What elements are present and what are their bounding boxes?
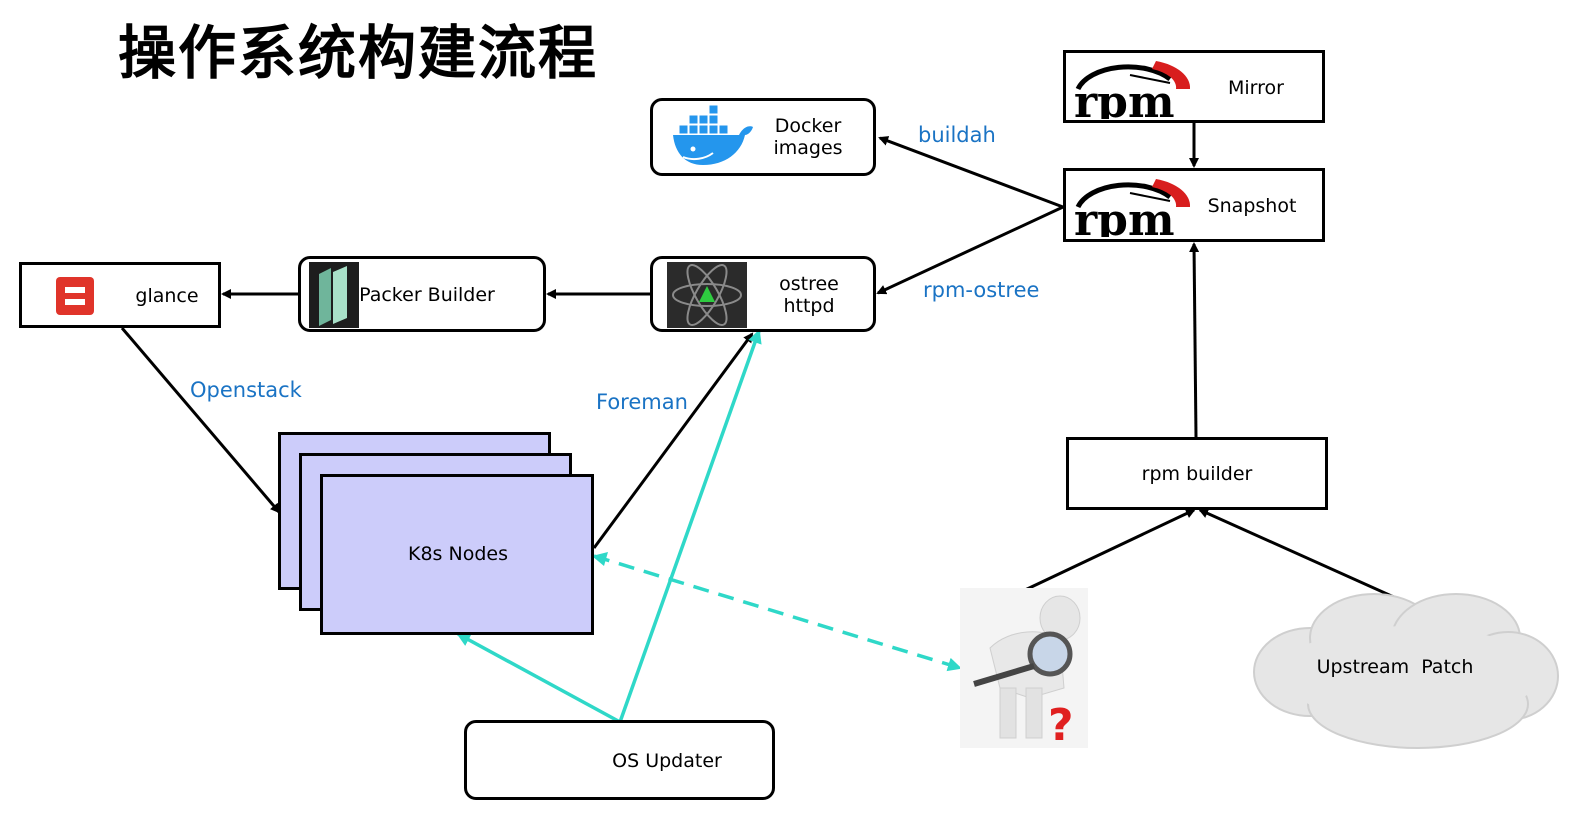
packer-icon <box>309 262 359 328</box>
rpm-builder-label: rpm builder <box>1141 463 1253 485</box>
rpm-logo-icon: rpm <box>1074 61 1191 119</box>
atom-icon <box>667 262 747 328</box>
rpm-builder-node: rpm builder <box>1066 437 1328 510</box>
k8s-nodes-node: K8s Nodes <box>320 474 594 635</box>
edge-updater-ostree <box>618 329 762 723</box>
k8s-label: K8s Nodes <box>408 543 508 565</box>
page-title: 操作系统构建流程 <box>118 19 599 87</box>
svg-text:rpm: rpm <box>1074 77 1175 119</box>
ostree-httpd-node: ostree httpd <box>650 256 876 332</box>
ostree-label: ostree httpd <box>779 273 839 317</box>
cloud-icon <box>1253 593 1559 749</box>
svg-text:?: ? <box>1048 700 1074 748</box>
edge-buildah <box>878 136 1064 209</box>
snapshot-label: Snapshot <box>1207 195 1297 217</box>
edge-rpm-ostree <box>876 205 1064 295</box>
edge-inspector-rpmbuilder <box>1024 508 1196 592</box>
edge-upstream-rpmbuilder <box>1198 508 1406 604</box>
glance-node: glance <box>19 262 221 328</box>
svg-text:rpm: rpm <box>1074 195 1175 237</box>
edge-openstack <box>120 327 281 514</box>
edge-label-foreman: Foreman <box>596 390 688 414</box>
edge-k8s-inspector-dashed <box>593 554 962 672</box>
packer-label: Packer Builder <box>359 284 495 306</box>
glance-label: glance <box>135 285 199 307</box>
edge-label-openstack: Openstack <box>190 378 302 402</box>
edge-foreman <box>592 332 754 549</box>
edge-rpmbuilder-snapshot <box>1189 242 1200 438</box>
mirror-label: Mirror <box>1228 77 1284 99</box>
os-updater-label: OS Updater <box>612 750 722 772</box>
openstack-icon <box>56 277 94 315</box>
edge-updater-k8s <box>456 632 621 724</box>
os-updater-node: OS Updater <box>464 720 775 800</box>
docker-whale-icon <box>673 105 753 165</box>
rpm-logo-icon: rpm <box>1074 179 1191 237</box>
packer-builder-node: Packer Builder <box>298 256 546 332</box>
mirror-node: rpm Mirror <box>1063 50 1325 123</box>
docker-label: Docker images <box>773 115 843 159</box>
edge-label-rpm-ostree: rpm-ostree <box>923 278 1040 302</box>
edge-label-buildah: buildah <box>918 123 996 147</box>
docker-images-node: Docker images <box>650 98 876 176</box>
upstream-label: Upstream Patch <box>1316 656 1474 678</box>
snapshot-node: rpm Snapshot <box>1063 168 1325 242</box>
inspector-magnifier-icon: ? <box>960 588 1088 748</box>
